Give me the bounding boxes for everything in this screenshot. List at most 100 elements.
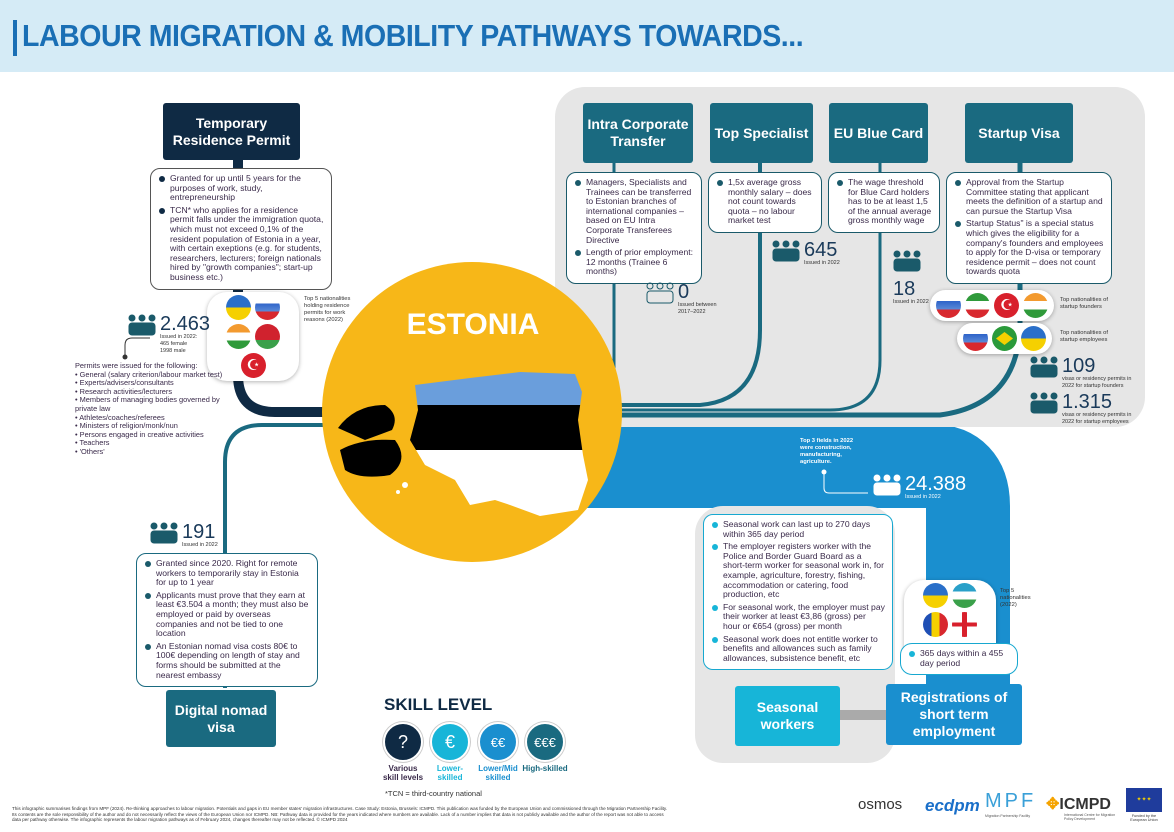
short-term-info-box: 365 days within a 455 day period	[900, 643, 1018, 676]
people-icon	[873, 474, 901, 501]
trp-count-female: 465 female	[160, 341, 188, 347]
skill-level-label: Lower-skilled	[436, 764, 464, 782]
nomad-bullet: Granted since 2020. Right for remote wor…	[145, 558, 310, 588]
employees-count-value: 1.315	[1062, 391, 1113, 413]
turkey-flag-icon	[240, 353, 266, 378]
belarus-flag-icon	[255, 324, 280, 349]
specialist-count-value: 645	[804, 239, 838, 261]
permit-type-item: • Experts/advisers/consultants	[75, 378, 174, 388]
trp-count-label: Issued in 2022:	[160, 334, 198, 340]
trp-count: 2.463 Issued in 2022: 465 female 1998 ma…	[128, 314, 210, 355]
euro-coins-icon: €€	[478, 722, 518, 762]
intra-corporate-transfer-box[interactable]: Intra Corporate Transfer	[583, 103, 693, 163]
startup-info-box: Approval from the Startup Committee stat…	[946, 172, 1112, 284]
header-band	[0, 0, 1174, 72]
permit-type-item: • General (salary criterion/labour marke…	[75, 369, 223, 379]
founders-count-value: 109	[1062, 355, 1096, 377]
permit-type-item: • Athletes/coaches/referees	[75, 412, 165, 422]
russia-flag-icon	[963, 326, 988, 351]
bluecard-count-value: 18	[893, 278, 916, 300]
icmpd-logo-sub: International Centre for Migration Polic…	[1064, 813, 1116, 821]
seasonal-bullet: The employer registers worker with the P…	[712, 541, 885, 600]
short-term-count-value: 24.388	[905, 473, 967, 495]
temporary-residence-permit-box[interactable]: Temporary Residence Permit	[163, 103, 300, 160]
seasonal-bullet: Seasonal work can last up to 270 days wi…	[712, 519, 885, 539]
bluecard-bullet: The wage threshold for Blue Card holders…	[837, 177, 932, 226]
short-term-bullet: 365 days within a 455 day period	[909, 648, 1010, 668]
ukraine-flag-icon	[923, 583, 948, 608]
seasonal-bullet: For seasonal work, the employer must pay…	[712, 602, 885, 632]
short-term-pathway-band	[565, 424, 1010, 690]
employees-count-label: visas or residency permits in 2022 for s…	[1062, 412, 1132, 425]
permit-type-item: • Persons engaged in creative activities	[75, 429, 204, 439]
short-term-fields-note: Top 3 fields in 2022 were construction, …	[800, 438, 854, 465]
people-icon	[772, 240, 800, 267]
permit-type-item: • Teachers	[75, 438, 110, 448]
trp-bullet: Granted for up until 5 years for the pur…	[159, 173, 324, 203]
nomad-info-box: Granted since 2020. Right for remote wor…	[136, 553, 318, 688]
icmpd-logo: ICMPD	[1059, 796, 1111, 813]
permit-type-item: • 'Others'	[75, 446, 105, 456]
russia-flag-icon	[936, 293, 961, 318]
startup-employee-flags	[957, 323, 1052, 354]
nomad-pathway-line	[223, 423, 335, 688]
permit-type-item: • Ministers of religion/monk/nun	[75, 421, 178, 431]
skill-legend-title: SKILL LEVEL	[384, 695, 493, 714]
short-term-employment-box[interactable]: Registrations of short term employment	[886, 684, 1022, 745]
ict-count-label: Issued between 2017–2022	[678, 302, 717, 315]
short-term-flags-note: Top 5 nationalities (2022)	[1000, 588, 1031, 608]
startup-visa-box[interactable]: Startup Visa	[965, 103, 1073, 163]
ukraine-flag-icon	[226, 295, 251, 320]
ecdpm-logo: ecdpm	[925, 796, 980, 815]
india-flag-icon	[1023, 293, 1048, 318]
people-icon	[893, 250, 921, 277]
people-outline-icon	[646, 282, 674, 309]
startup-bullet: Startup Status" is a special status whic…	[955, 219, 1104, 277]
nomad-bullet: Applicants must prove that they earn at …	[145, 590, 310, 639]
moldova-flag-icon	[923, 612, 948, 637]
trp-count-value: 2.463	[160, 313, 211, 335]
mpf-logo: MPF	[985, 790, 1037, 812]
top-specialist-box[interactable]: Top Specialist	[710, 103, 813, 163]
ukraine-flag-icon	[1021, 326, 1046, 351]
question-icon: ?	[383, 722, 423, 762]
people-icon	[150, 522, 178, 549]
uzbekistan-flag-icon	[952, 583, 977, 608]
bluecard-count-label: Issued in 2022	[893, 299, 929, 305]
eu-funding-label: Funded by the European Union	[1130, 814, 1158, 822]
startup-founder-flags	[930, 290, 1054, 321]
digital-nomad-visa-box[interactable]: Digital nomad visa	[166, 690, 276, 747]
brazil-flag-icon	[992, 326, 1017, 351]
specialist-info-box: 1,5x average gross monthly salary – does…	[708, 172, 822, 233]
trp-flags	[207, 292, 299, 381]
bluecard-info-box: The wage threshold for Blue Card holders…	[828, 172, 940, 233]
permits-heading: Permits were issued for the following:	[75, 361, 198, 370]
startup-bullet: Approval from the Startup Committee stat…	[955, 177, 1104, 216]
seasonal-workers-box[interactable]: Seasonal workers	[735, 686, 840, 746]
permit-type-item: • Research activities/lecturers	[75, 386, 173, 396]
people-icon	[128, 314, 156, 341]
page-title: LABOUR MIGRATION & MOBILITY PATHWAYS TOW…	[22, 18, 804, 53]
ict-bullet: Managers, Specialists and Trainees can b…	[575, 177, 694, 245]
people-icon	[1030, 392, 1058, 419]
eu-blue-card-box[interactable]: EU Blue Card	[829, 103, 928, 163]
trp-flags-note: Top 5 nationalities holding residence pe…	[304, 296, 351, 323]
title-accent-bar	[13, 20, 17, 56]
founders-count-label: visas or residency permits in 2022 for s…	[1062, 376, 1132, 389]
employee-flags-note: Top nationalities of startup employees	[1060, 330, 1109, 343]
ict-count-value: 0	[678, 281, 690, 303]
iran-flag-icon	[965, 293, 990, 318]
trp-info-box: Granted for up until 5 years for the pur…	[150, 168, 332, 290]
short-term-count-label: Issued in 2022	[905, 494, 941, 500]
specialist-bullet: 1,5x average gross monthly salary – does…	[717, 177, 814, 226]
country-title: ESTONIA	[406, 308, 540, 341]
specialist-pathway-line	[600, 163, 762, 407]
specialist-count-label: Issued in 2022	[804, 260, 840, 266]
georgia-flag-icon	[952, 612, 977, 637]
